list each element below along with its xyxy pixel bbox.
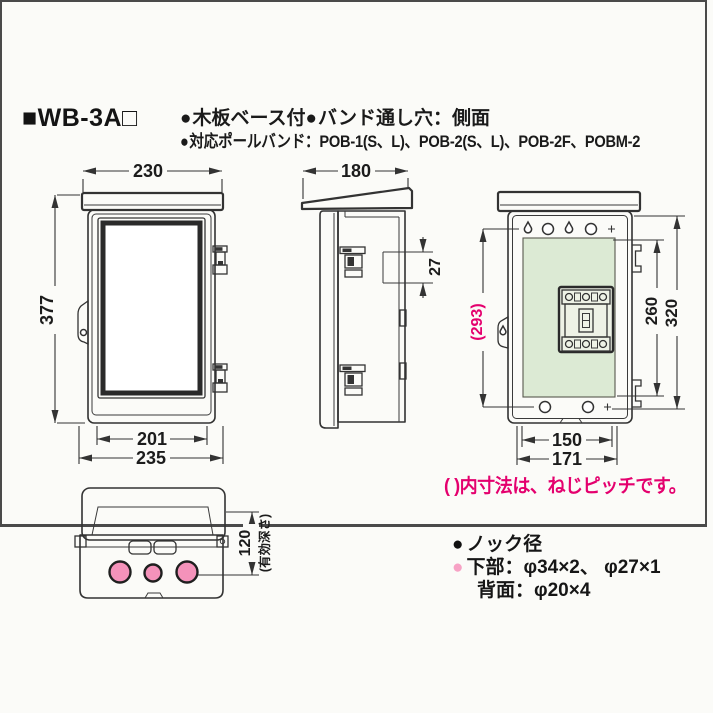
front-outer-width-value: 235 — [136, 448, 166, 468]
feature-pole-bands: 対応ポールバンド：POB-1(S、L)、POB-2(S、L)、POB-2F、PO… — [189, 132, 641, 151]
knockout-phi34 — [175, 560, 199, 584]
rear-base-width-value: 150 — [552, 430, 582, 450]
center-mark-icon — [604, 403, 611, 411]
rear-body-height-value: 320 — [662, 299, 681, 327]
rear-dim-base-width: 150 — [521, 426, 613, 450]
rear-screw-pitch-value: (293) — [469, 303, 486, 340]
rear-roof — [496, 190, 642, 213]
rear-band-bracket-bottom — [632, 379, 642, 408]
side-dim-band-slot: 27 — [419, 237, 444, 298]
bottom-dim-effective-depth: 120 (有効深さ) — [198, 511, 272, 576]
front-roof — [80, 191, 225, 212]
feature-band-hole: バンド通し穴：側面 — [318, 108, 490, 129]
bottom-lid-outline — [81, 487, 226, 541]
feature-line-1: ●木板ベース付●バンド通し穴：側面 — [180, 107, 713, 130]
bottom-view: 120 (有効深さ) — [74, 487, 272, 599]
front-door-window — [100, 220, 203, 396]
knockout-title-row: ●ノック径 — [452, 533, 661, 556]
knockout-bottom-row: ●下部：φ34×2、 φ27×1 — [452, 556, 661, 579]
side-band-channel — [382, 251, 433, 284]
bottom-depth-value: 120 — [237, 530, 254, 557]
side-latch-top — [339, 246, 366, 278]
side-roof — [300, 186, 414, 211]
tab-hole — [79, 328, 88, 337]
knockout-bottom-sizes: 下部：φ34×2、 φ27×1 — [466, 557, 661, 578]
rear-top-holes — [523, 220, 615, 236]
knockout-phi34 — [108, 560, 132, 584]
knockout-hole — [584, 222, 598, 236]
rear-view: (293) 260 320 150 171 — [469, 190, 685, 469]
keyhole-icon — [523, 220, 533, 234]
front-dim-height: 377 — [37, 194, 85, 424]
bullet-icon: ● — [452, 534, 464, 555]
rear-band-bracket-top — [632, 244, 642, 273]
rear-bottom-holes — [538, 400, 611, 414]
center-mark-icon — [608, 225, 615, 233]
knockout-title: ノック径 — [466, 534, 543, 555]
front-view: 230 377 201 235 — [37, 161, 228, 468]
pink-bullet-icon: ● — [452, 557, 464, 578]
rear-mounting-tab — [497, 315, 509, 349]
knockout-back-row: 背面：φ20×4 — [452, 579, 661, 602]
side-depth-value: 180 — [341, 161, 371, 181]
knockout-legend: ●ノック径 ●下部：φ34×2、 φ27×1 背面：φ20×4 — [452, 533, 661, 602]
side-body — [337, 210, 406, 423]
rear-dim-screw-pitch: (293) — [469, 228, 534, 408]
front-dim-outer-width: 235 — [78, 426, 224, 468]
knockout-phi27 — [143, 563, 163, 583]
bottom-roof-slope — [91, 506, 214, 536]
bullet-icon: ● — [180, 108, 192, 129]
front-latch-bottom — [212, 363, 228, 393]
bottom-body-outline — [79, 534, 224, 599]
front-dim-width: 230 — [82, 161, 223, 192]
keyhole-icon — [499, 324, 507, 336]
catalog-cell-border — [0, 0, 707, 527]
circuit-breaker — [557, 285, 615, 354]
knockout-hole — [581, 400, 595, 414]
model-number: WB-3A — [37, 104, 123, 132]
side-band-slot-bottom — [399, 362, 407, 380]
breaker-handle — [578, 308, 594, 333]
rear-dim-inner-width: 171 — [516, 426, 618, 469]
knockout-back-sizes: 背面：φ20×4 — [477, 580, 591, 601]
side-band-slot-top — [399, 309, 407, 327]
side-latch-bottom — [339, 364, 366, 396]
front-dim-inner-width: 201 — [96, 426, 208, 449]
open-square-icon: □ — [122, 104, 138, 132]
knockout-hole — [538, 400, 552, 414]
rear-base-height-value: 260 — [642, 297, 661, 325]
filled-square-icon: ■ — [22, 104, 38, 132]
front-latch-top — [212, 245, 228, 275]
rear-dim-base-height: 260 — [613, 239, 665, 397]
feature-list: ●木板ベース付●バンド通し穴：側面 ●対応ポールバンド：POB-1(S、L)、P… — [180, 107, 713, 153]
front-height-value: 377 — [37, 295, 57, 325]
feature-wood-base: 木板ベース付 — [192, 108, 306, 129]
keyhole-icon — [564, 220, 574, 234]
bottom-ear-right — [216, 535, 229, 548]
front-mounting-tab — [77, 299, 89, 346]
front-inner-width-value: 201 — [137, 429, 167, 449]
bottom-depth-note: (有効深さ) — [257, 514, 272, 572]
screw-pitch-note: ( )内寸法は、ねじピッチです。 — [444, 476, 687, 497]
product-title: ■WB-3A□ — [22, 104, 138, 133]
bottom-ear-left — [74, 535, 87, 548]
side-door — [319, 210, 339, 429]
bullet-icon: ● — [180, 132, 189, 151]
front-door — [91, 213, 212, 416]
knockout-hole — [541, 222, 555, 236]
front-width-value: 230 — [133, 161, 163, 181]
side-view: 27 180 — [300, 161, 444, 429]
side-band-slot-value: 27 — [427, 258, 444, 276]
feature-line-2: ●対応ポールバンド：POB-1(S、L)、POB-2(S、L)、POB-2F、P… — [180, 130, 713, 153]
bullet-icon: ● — [305, 108, 318, 129]
side-dim-depth: 180 — [302, 161, 409, 199]
rear-inner-width-value: 171 — [552, 449, 582, 469]
rear-dim-body-height: 320 — [612, 215, 685, 410]
